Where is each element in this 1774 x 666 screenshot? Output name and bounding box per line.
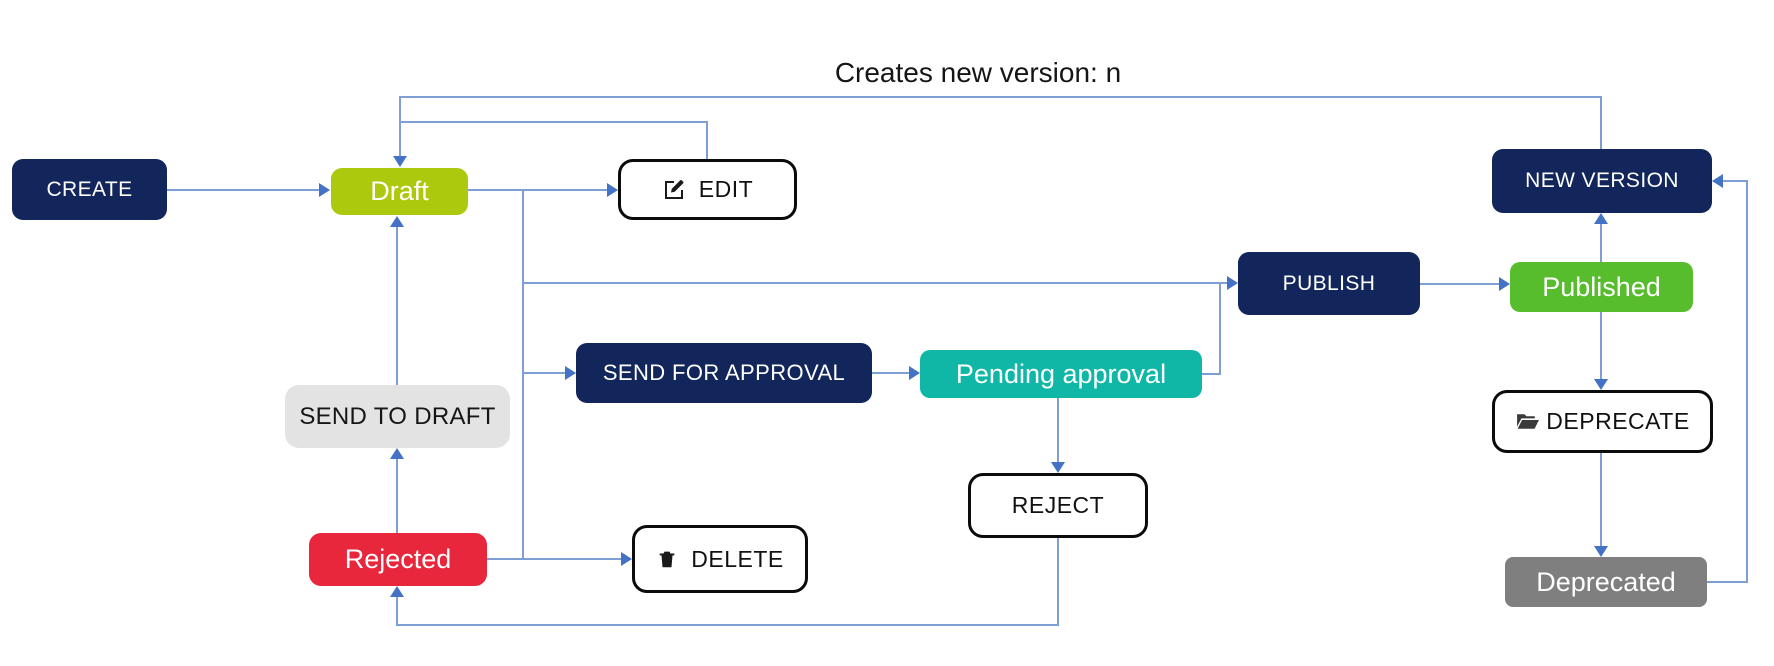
connector-publish-published	[1420, 283, 1499, 285]
connector-into-draft-top	[399, 96, 401, 157]
connector-published-newversion	[1600, 224, 1602, 263]
arrowhead	[1227, 276, 1238, 290]
arrowhead	[607, 183, 618, 197]
connector-deprecated-loop-riser	[1746, 180, 1748, 583]
arrowhead	[621, 552, 632, 566]
node-send-for-approval: SEND FOR APPROVAL	[576, 343, 872, 403]
arrowhead	[390, 586, 404, 597]
connector-newversion-riser	[1600, 96, 1602, 149]
arrowhead	[1594, 213, 1608, 224]
node-reject: REJECT	[968, 473, 1148, 538]
connector-draft-sendforapproval	[522, 372, 565, 374]
arrowhead	[909, 366, 920, 380]
node-publish-label: PUBLISH	[1282, 271, 1376, 295]
connector-sendtodraft-draft	[396, 227, 398, 385]
connector-reject-rejected-bottom	[396, 624, 1059, 626]
connector-reject-down	[1057, 538, 1059, 626]
connector-sfa-pending	[872, 372, 909, 374]
arrowhead	[390, 216, 404, 227]
node-draft-label: Draft	[370, 176, 429, 206]
connector-newversion-draft-top	[399, 96, 1602, 98]
connector-rejected-sendtodraft	[396, 459, 398, 533]
node-send-to-draft: SEND TO DRAFT	[285, 385, 510, 448]
node-create-label: CREATE	[46, 177, 133, 201]
node-new-version-label: NEW VERSION	[1525, 169, 1679, 192]
node-send-for-approval-label: SEND FOR APPROVAL	[602, 360, 846, 385]
node-rejected: Rejected	[309, 533, 487, 586]
node-delete-label: DELETE	[691, 545, 784, 572]
connector-deprecate-deprecated	[1600, 453, 1602, 546]
node-deprecate-label: DEPRECATE	[1546, 408, 1690, 434]
node-reject-label: REJECT	[1011, 492, 1105, 518]
connector-draft-edit	[468, 189, 607, 191]
arrowhead	[319, 183, 330, 197]
node-send-to-draft-label: SEND TO DRAFT	[299, 402, 496, 430]
node-new-version: NEW VERSION	[1492, 149, 1712, 213]
node-published: Published	[1510, 262, 1693, 312]
connector-to-delete	[487, 558, 621, 560]
node-create: CREATE	[12, 159, 167, 220]
arrowhead	[393, 156, 407, 167]
arrowhead	[1499, 277, 1510, 291]
connector-edit-riser	[706, 121, 708, 159]
arrowhead	[565, 366, 576, 380]
node-deprecate: DEPRECATE	[1492, 390, 1713, 453]
connector-edit-draft-top	[399, 121, 707, 123]
connector-published-deprecate	[1600, 312, 1602, 380]
connector-pending-reject	[1057, 398, 1059, 462]
node-edit-label: EDIT	[698, 176, 754, 202]
trash-icon	[656, 548, 678, 570]
connector-draft-trunk	[522, 189, 524, 559]
arrowhead	[1594, 546, 1608, 557]
node-delete: DELETE	[632, 525, 808, 593]
connector-deprecated-loop-top	[1723, 180, 1748, 182]
connector-draft-publish	[522, 282, 1227, 284]
node-deprecated: Deprecated	[1505, 557, 1707, 607]
arrowhead	[1051, 462, 1065, 473]
node-edit: EDIT	[618, 159, 797, 220]
open-folder-icon	[1515, 409, 1540, 434]
node-rejected-label: Rejected	[344, 544, 452, 574]
node-pending-approval-label: Pending approval	[955, 358, 1167, 389]
connector-pending-publish-stub	[1202, 373, 1221, 375]
connector-pending-publish-riser	[1219, 282, 1221, 375]
connector-create-draft	[167, 189, 320, 191]
connector-deprecated-loop-bottom	[1707, 581, 1748, 583]
node-draft: Draft	[331, 168, 468, 215]
arrowhead	[1712, 174, 1723, 188]
arrowhead	[390, 448, 404, 459]
edit-icon	[662, 178, 686, 202]
node-pending-approval: Pending approval	[920, 350, 1202, 398]
connector-rejected-up	[396, 597, 398, 626]
node-published-label: Published	[1542, 271, 1661, 302]
arrowhead	[1594, 379, 1608, 390]
node-deprecated-label: Deprecated	[1536, 566, 1676, 597]
node-publish: PUBLISH	[1238, 252, 1420, 315]
creates-new-version-label: Creates new version: n	[834, 57, 1122, 88]
